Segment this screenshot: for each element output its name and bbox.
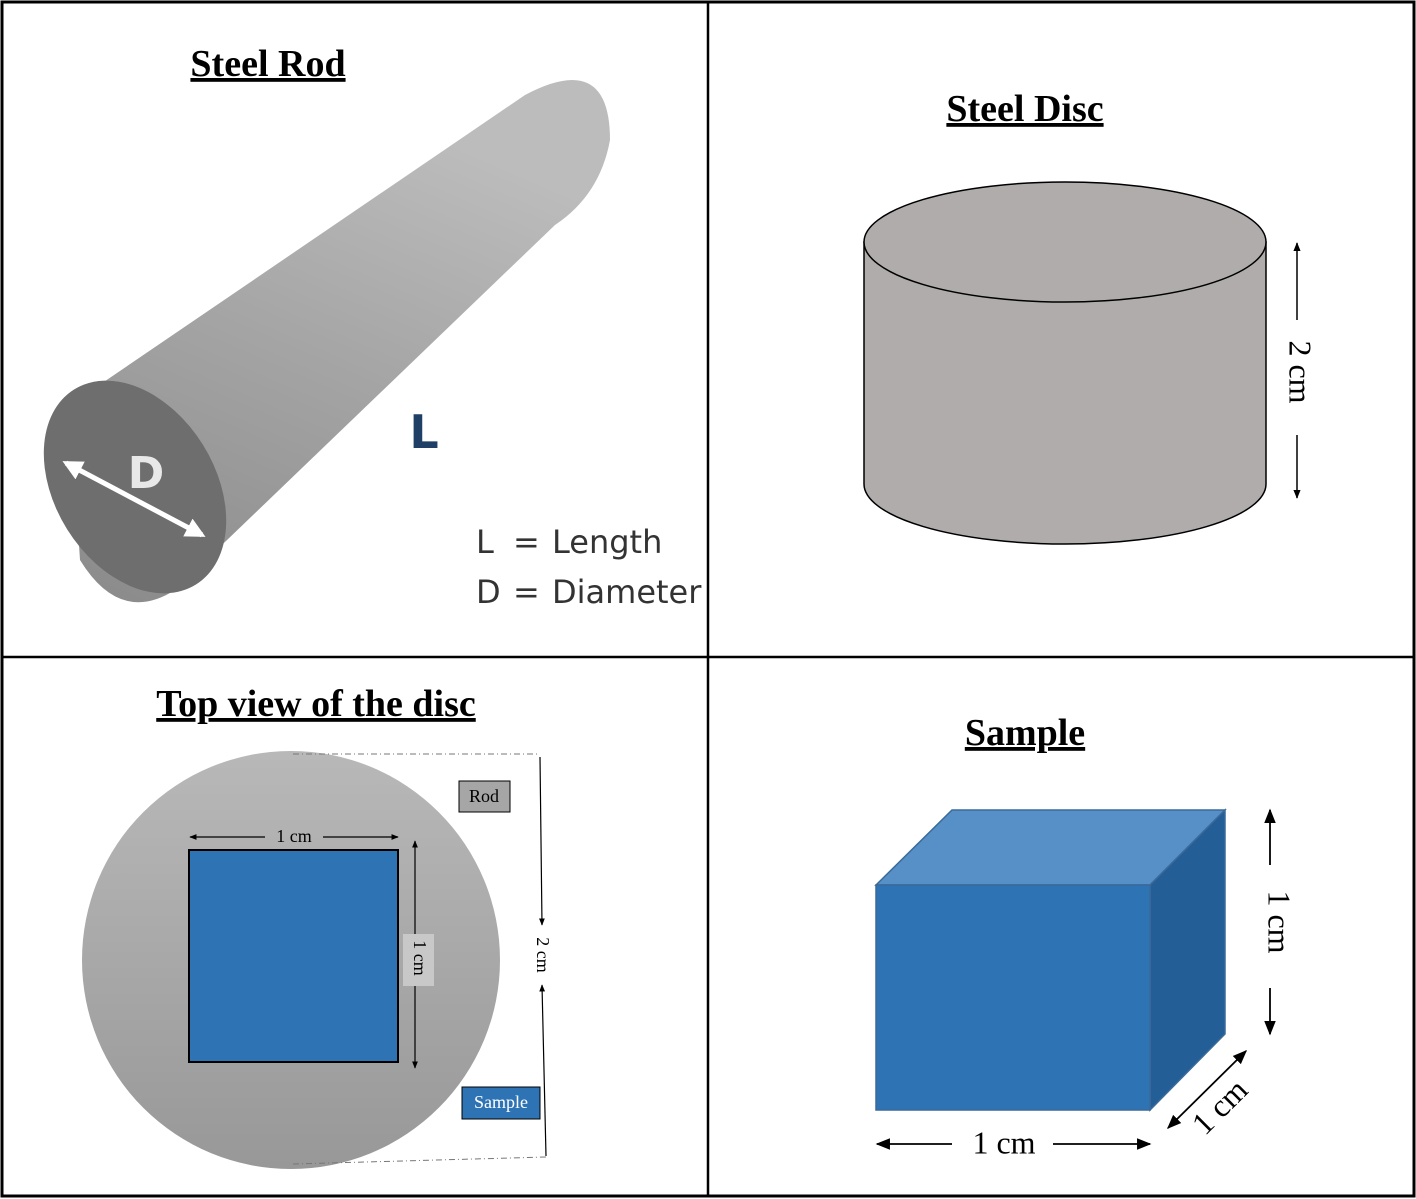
cube-front-face [875,884,1151,1111]
top-view-legend: Rod Sample [458,780,541,1120]
disc-body [863,241,1267,545]
disc-height-dimension: 2 cm [1283,242,1319,499]
sample-width-label: 1 cm [972,1124,1035,1160]
legend-l-text: Length [552,523,662,561]
legend-l-symbol: L [476,523,494,561]
rod-drawing: D L [43,80,610,603]
top-view-title: Top view of the disc [156,683,476,725]
disc-top-face [863,181,1267,303]
legend-d-symbol: D [476,573,501,611]
legend-rod-label: Rod [469,786,499,806]
top-view-sample-square [188,849,399,1063]
top-view-height-label: 1 cm [410,940,430,976]
legend-rod: Rod [458,780,511,813]
top-view-diameter-dimension: 2 cm [292,753,553,1165]
panel-sample: Sample 1 cm 1 cm 1 cm [874,712,1298,1160]
disc-title: Steel Disc [946,88,1103,130]
disc-drawing [863,181,1267,545]
sample-cube [874,808,1227,1112]
legend-sample: Sample [461,1086,541,1120]
rod-diameter-arrow [62,460,206,538]
rod-title: Steel Rod [190,43,345,85]
top-view-width-label: 1 cm [276,826,312,846]
top-view-width-dimension: 1 cm [189,826,399,846]
panel-steel-rod: Steel Rod D L L = Length D = Diameter [43,43,702,611]
sample-height-dimension: 1 cm [1262,808,1298,1036]
rod-label-l: L [409,405,438,459]
panel-top-view: Top view of the disc 1 cm 1 cm 2 cm Ro [82,683,553,1169]
rod-legend: L = Length D = Diameter [476,523,702,611]
legend-d-eq: = [513,573,540,611]
sample-height-label: 1 cm [1262,890,1298,953]
sample-title: Sample [965,712,1085,754]
disc-height-label: 2 cm [1283,340,1319,403]
legend-sample-label: Sample [474,1092,528,1112]
top-view-diameter-label: 2 cm [533,937,553,973]
panel-steel-disc: Steel Disc 2 cm [863,88,1319,545]
legend-l-eq: = [513,523,540,561]
legend-d-text: Diameter [552,573,702,611]
top-view-height-dimension: 1 cm [403,840,434,1069]
sample-width-dimension: 1 cm [875,1124,1152,1160]
sample-depth-label: 1 cm [1184,1071,1254,1141]
top-view-drawing [82,751,500,1169]
rod-label-d: D [128,448,165,499]
